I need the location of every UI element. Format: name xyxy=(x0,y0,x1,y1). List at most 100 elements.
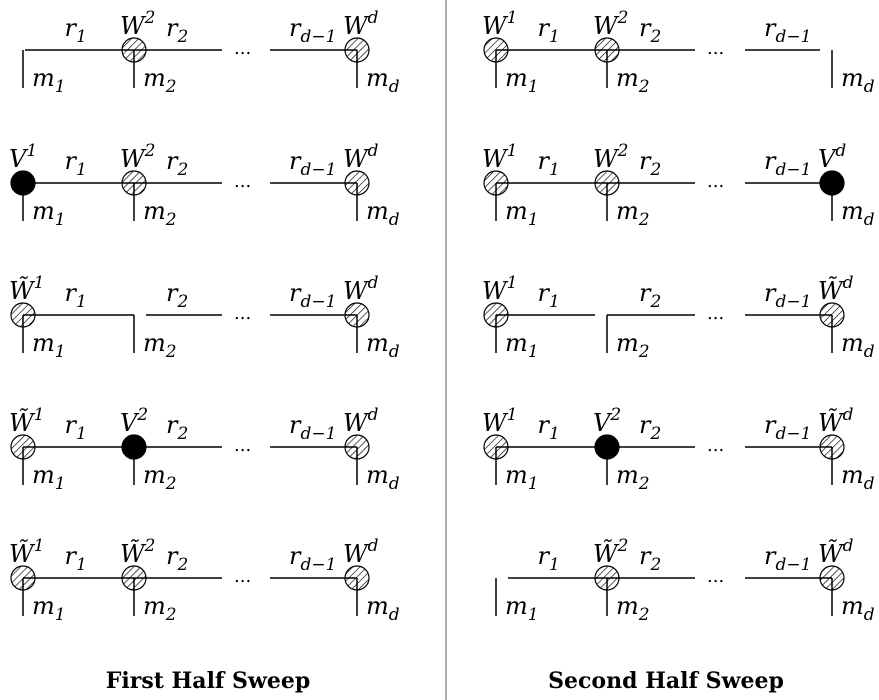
mode-label: md xyxy=(366,64,400,97)
core-node-hatched xyxy=(594,565,620,591)
rank-label: r2 xyxy=(639,411,661,444)
mode-label: md xyxy=(366,592,400,625)
core-node-solid xyxy=(10,170,36,196)
node-label: W2 xyxy=(593,141,629,173)
node-label: V2 xyxy=(120,405,148,437)
rank-label: r1 xyxy=(65,14,87,47)
node-label: W̃d xyxy=(818,536,854,568)
node-label: W̃1 xyxy=(9,536,45,568)
core-node-hatched xyxy=(121,170,147,196)
node-label: Wd xyxy=(343,405,379,437)
left-caption: First Half Sweep xyxy=(106,668,311,694)
rank-label: rd−1 xyxy=(764,14,811,47)
core-node-hatched xyxy=(594,170,620,196)
node-label: W2 xyxy=(120,8,156,40)
rank-label: r2 xyxy=(166,147,188,180)
ellipsis: ... xyxy=(234,171,251,192)
node-label: W2 xyxy=(120,141,156,173)
mode-label: m1 xyxy=(505,64,539,97)
rank-label: r1 xyxy=(65,542,87,575)
mode-label: m2 xyxy=(143,197,177,230)
node-label: W̃2 xyxy=(120,536,156,568)
node-label: W1 xyxy=(482,141,518,173)
rank-label: rd−1 xyxy=(764,411,811,444)
mode-label: md xyxy=(366,461,400,494)
core-node-hatched xyxy=(594,37,620,63)
core-node-hatched xyxy=(344,302,370,328)
mode-label: m1 xyxy=(32,64,66,97)
mode-label: m2 xyxy=(616,592,650,625)
node-label: Wd xyxy=(343,141,379,173)
ellipsis: ... xyxy=(234,38,251,59)
rank-label: rd−1 xyxy=(289,14,336,47)
node-label: W̃1 xyxy=(9,405,45,437)
ellipsis: ... xyxy=(707,435,724,456)
mode-label: m2 xyxy=(616,197,650,230)
node-label: W1 xyxy=(482,273,518,305)
mode-label: md xyxy=(841,197,875,230)
node-label: Wd xyxy=(343,273,379,305)
mode-label: m2 xyxy=(616,329,650,362)
mode-label: md xyxy=(366,329,400,362)
node-label: W̃1 xyxy=(9,273,45,305)
core-node-hatched xyxy=(483,170,509,196)
mode-label: md xyxy=(841,329,875,362)
rank-label: r2 xyxy=(639,147,661,180)
core-node-hatched xyxy=(344,37,370,63)
ellipsis: ... xyxy=(707,303,724,324)
rank-label: r1 xyxy=(538,14,560,47)
mode-label: m2 xyxy=(616,64,650,97)
core-node-hatched xyxy=(819,434,845,460)
node-label: W2 xyxy=(593,8,629,40)
core-node-hatched xyxy=(10,302,36,328)
rank-label: r1 xyxy=(538,411,560,444)
node-label: W̃d xyxy=(818,405,854,437)
ellipsis: ... xyxy=(234,566,251,587)
rank-label: r2 xyxy=(639,14,661,47)
mode-label: m1 xyxy=(505,329,539,362)
core-node-hatched xyxy=(344,170,370,196)
node-label: Vd xyxy=(818,141,846,173)
core-node-hatched xyxy=(819,565,845,591)
node-label: Wd xyxy=(343,536,379,568)
mode-label: m1 xyxy=(505,592,539,625)
core-node-hatched xyxy=(10,565,36,591)
rank-label: r2 xyxy=(166,411,188,444)
rank-label: r2 xyxy=(166,279,188,312)
core-node-hatched xyxy=(121,565,147,591)
mode-label: md xyxy=(841,461,875,494)
rank-label: r1 xyxy=(65,147,87,180)
rank-label: rd−1 xyxy=(289,542,336,575)
node-label: V2 xyxy=(593,405,621,437)
core-node-hatched xyxy=(344,434,370,460)
core-node-hatched xyxy=(483,37,509,63)
core-node-hatched xyxy=(819,302,845,328)
rank-label: r2 xyxy=(639,542,661,575)
mode-label: m2 xyxy=(143,329,177,362)
rank-label: r2 xyxy=(166,542,188,575)
mode-label: m1 xyxy=(505,197,539,230)
rank-label: r1 xyxy=(65,411,87,444)
mode-label: m2 xyxy=(143,64,177,97)
mode-label: md xyxy=(366,197,400,230)
core-node-hatched xyxy=(483,302,509,328)
node-label: W̃2 xyxy=(593,536,629,568)
mode-label: m2 xyxy=(616,461,650,494)
mode-label: m1 xyxy=(32,329,66,362)
core-node-hatched xyxy=(121,37,147,63)
ellipsis: ... xyxy=(234,435,251,456)
ellipsis: ... xyxy=(707,566,724,587)
node-label: W1 xyxy=(482,405,518,437)
mode-label: m1 xyxy=(32,592,66,625)
mode-label: m1 xyxy=(32,461,66,494)
mode-label: md xyxy=(841,592,875,625)
core-node-hatched xyxy=(10,434,36,460)
mode-label: md xyxy=(841,64,875,97)
rank-label: r1 xyxy=(538,542,560,575)
node-label: W̃d xyxy=(818,273,854,305)
node-label: W1 xyxy=(482,8,518,40)
mode-label: m1 xyxy=(505,461,539,494)
rank-label: r1 xyxy=(65,279,87,312)
rank-label: r2 xyxy=(639,279,661,312)
